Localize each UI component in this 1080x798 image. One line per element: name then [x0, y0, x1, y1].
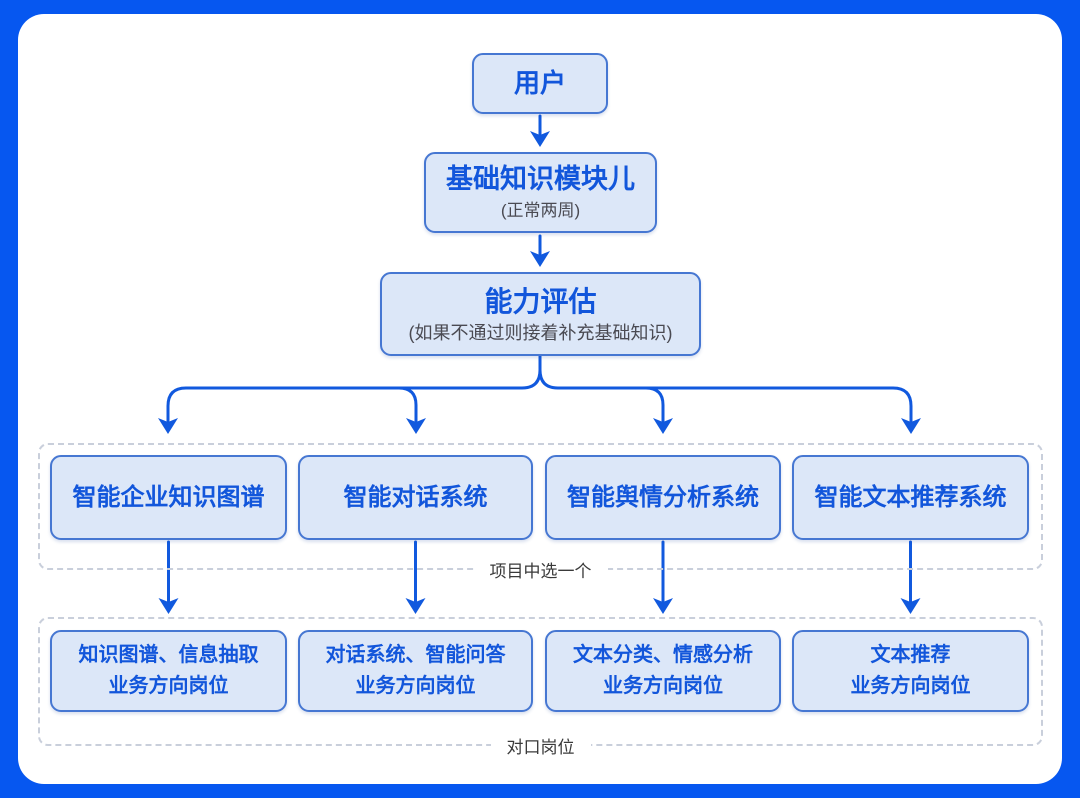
node-ability-assessment[interactable]: 能力评估 (如果不通过则接着补充基础知识) [380, 272, 701, 356]
node-assess-label: 能力评估 [484, 285, 597, 317]
node-user-label: 用户 [513, 68, 566, 99]
node-assess-note: (如果不通过则接着补充基础知识) [408, 322, 673, 343]
job-label-line2: 业务方向岗位 [355, 675, 476, 697]
node-job-text-recommendation[interactable]: 文本推荐 业务方向岗位 [792, 630, 1029, 712]
job-label-line1: 知识图谱、信息抽取 [78, 644, 259, 666]
job-label: 文本分类、情感分析 业务方向岗位 [573, 640, 753, 702]
node-basic-note: (正常两周) [500, 201, 581, 221]
job-label: 文本推荐 业务方向岗位 [851, 640, 971, 702]
job-group-label: 对口岗位 [490, 730, 591, 760]
node-project-dialogue-system[interactable]: 智能对话系统 [298, 455, 533, 540]
job-label: 知识图谱、信息抽取 业务方向岗位 [79, 640, 259, 702]
node-project-sentiment-analysis-system[interactable]: 智能舆情分析系统 [545, 455, 781, 540]
project-label: 智能文本推荐系统 [814, 483, 1007, 511]
project-group-label: 项目中选一个 [473, 554, 608, 584]
node-user[interactable]: 用户 [472, 53, 608, 114]
job-label: 对话系统、智能问答 业务方向岗位 [326, 640, 506, 702]
job-label-line1: 文本分类、情感分析 [573, 644, 753, 666]
node-job-text-classification-sentiment[interactable]: 文本分类、情感分析 业务方向岗位 [545, 630, 781, 712]
node-job-dialogue-qa[interactable]: 对话系统、智能问答 业务方向岗位 [298, 630, 533, 712]
node-job-knowledge-graph-extraction[interactable]: 知识图谱、信息抽取 业务方向岗位 [50, 630, 287, 712]
node-project-text-recommendation-system[interactable]: 智能文本推荐系统 [792, 455, 1029, 540]
job-label-line1: 文本推荐 [870, 644, 951, 666]
node-basic-label: 基础知识模块儿 [446, 164, 635, 195]
job-label-line1: 对话系统、智能问答 [325, 644, 506, 666]
job-label-line2: 业务方向岗位 [108, 675, 229, 697]
project-label: 智能舆情分析系统 [567, 483, 759, 511]
project-label: 智能对话系统 [343, 483, 488, 511]
node-project-knowledge-graph[interactable]: 智能企业知识图谱 [50, 455, 287, 540]
job-label-line2: 业务方向岗位 [603, 675, 723, 697]
node-basic-knowledge[interactable]: 基础知识模块儿 (正常两周) [424, 152, 657, 233]
project-label: 智能企业知识图谱 [72, 483, 265, 511]
job-label-line2: 业务方向岗位 [850, 675, 971, 697]
project-group-container: 项目中选一个 [38, 443, 1043, 584]
job-group-container: 对口岗位 [38, 617, 1043, 760]
